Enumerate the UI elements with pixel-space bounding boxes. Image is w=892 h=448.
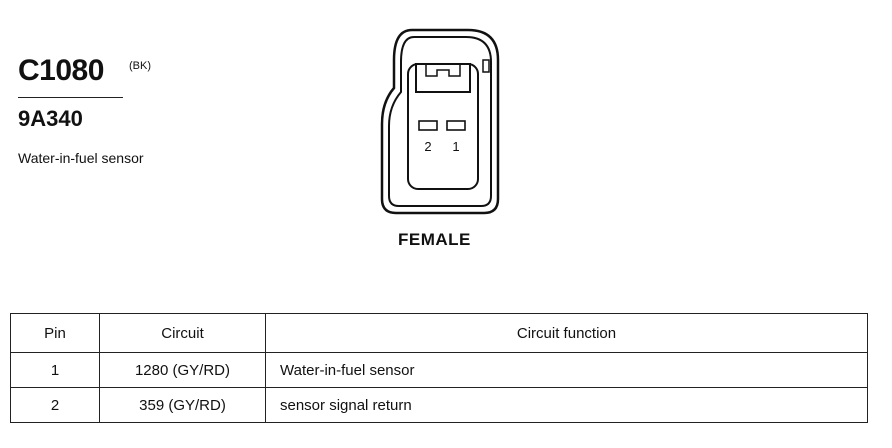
connector-inner-shell [388, 36, 492, 207]
table-header-row: Pin Circuit Circuit function [10, 313, 868, 353]
part-number: 9A340 [18, 106, 83, 131]
table-row: 2 359 (GY/RD) sensor signal return [10, 387, 868, 423]
connector-face-diagram: 2 1 [380, 28, 500, 215]
pin-cavity-1 [446, 120, 466, 131]
circuit-cell: 359 (GY/RD) [99, 387, 266, 423]
column-header-pin: Pin [10, 313, 100, 353]
component-description: Water-in-fuel sensor [18, 150, 144, 166]
connector-lock-notch [425, 64, 461, 77]
column-header-circuit: Circuit [99, 313, 266, 353]
circuit-function-cell: Water-in-fuel sensor [265, 352, 868, 388]
connector-latch-tab [482, 59, 490, 73]
pin-label-1: 1 [452, 139, 459, 154]
circuit-cell: 1280 (GY/RD) [99, 352, 266, 388]
pin-table: Pin Circuit Circuit function 1 1280 (GY/… [10, 313, 868, 423]
connector-gender-label: FEMALE [398, 230, 471, 249]
connector-locking-ramp [415, 63, 471, 93]
pin-cell: 1 [10, 352, 100, 388]
connector-id: C1080 [18, 54, 104, 87]
connector-outer-shell [380, 28, 500, 215]
table-row: 1 1280 (GY/RD) Water-in-fuel sensor [10, 352, 868, 388]
pin-label-2: 2 [424, 139, 431, 154]
pin-cavity-2 [418, 120, 438, 131]
divider [18, 97, 123, 98]
circuit-function-cell: sensor signal return [265, 387, 868, 423]
color-code: (BK) [129, 60, 151, 72]
column-header-circuit-function: Circuit function [265, 313, 868, 353]
pin-cell: 2 [10, 387, 100, 423]
